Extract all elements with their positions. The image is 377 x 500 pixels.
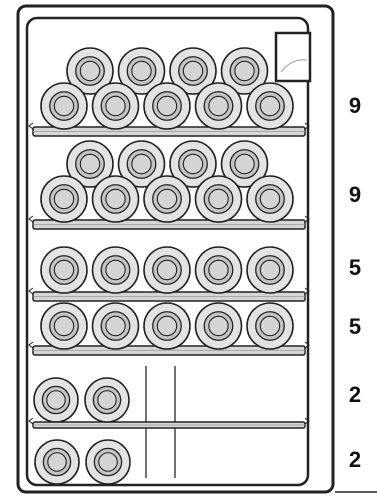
bottle-end-icon xyxy=(196,303,242,349)
shelf-5-bottle-count: 2 xyxy=(340,383,370,407)
bottle-end-icon xyxy=(144,247,190,293)
bottle-end-icon xyxy=(41,247,87,293)
bottle-end-icon xyxy=(34,378,78,422)
bottle-end-icon xyxy=(247,176,293,222)
shelf-2-bottle-count: 9 xyxy=(340,183,370,207)
bottle-end-icon xyxy=(144,83,190,129)
bottle-end-icon xyxy=(93,303,139,349)
bottle-end-icon xyxy=(144,176,190,222)
bottle-end-icon xyxy=(41,176,87,222)
shelf-6-bottle-count: 2 xyxy=(340,448,370,472)
shelf-1-bottle-count: 9 xyxy=(340,94,370,118)
bottle-end-icon xyxy=(86,440,130,484)
bottle-end-icon xyxy=(93,83,139,129)
bottle-end-icon xyxy=(196,247,242,293)
shelf-4-bottle-count: 5 xyxy=(340,315,370,339)
bottle-end-icon xyxy=(247,247,293,293)
shelf-3-bottle-count: 5 xyxy=(340,256,370,280)
bottle-end-icon xyxy=(144,303,190,349)
bottle-end-icon xyxy=(41,83,87,129)
bottle-end-icon xyxy=(93,247,139,293)
bottle-end-icon xyxy=(85,378,129,422)
bottle-end-icon xyxy=(196,83,242,129)
bottle-end-icon xyxy=(247,303,293,349)
control-panel-icon xyxy=(276,33,310,81)
bottle-end-icon xyxy=(247,83,293,129)
bottle-end-icon xyxy=(93,176,139,222)
bottle-end-icon xyxy=(41,303,87,349)
bottle-end-icon xyxy=(196,176,242,222)
bottle-end-icon xyxy=(35,440,79,484)
